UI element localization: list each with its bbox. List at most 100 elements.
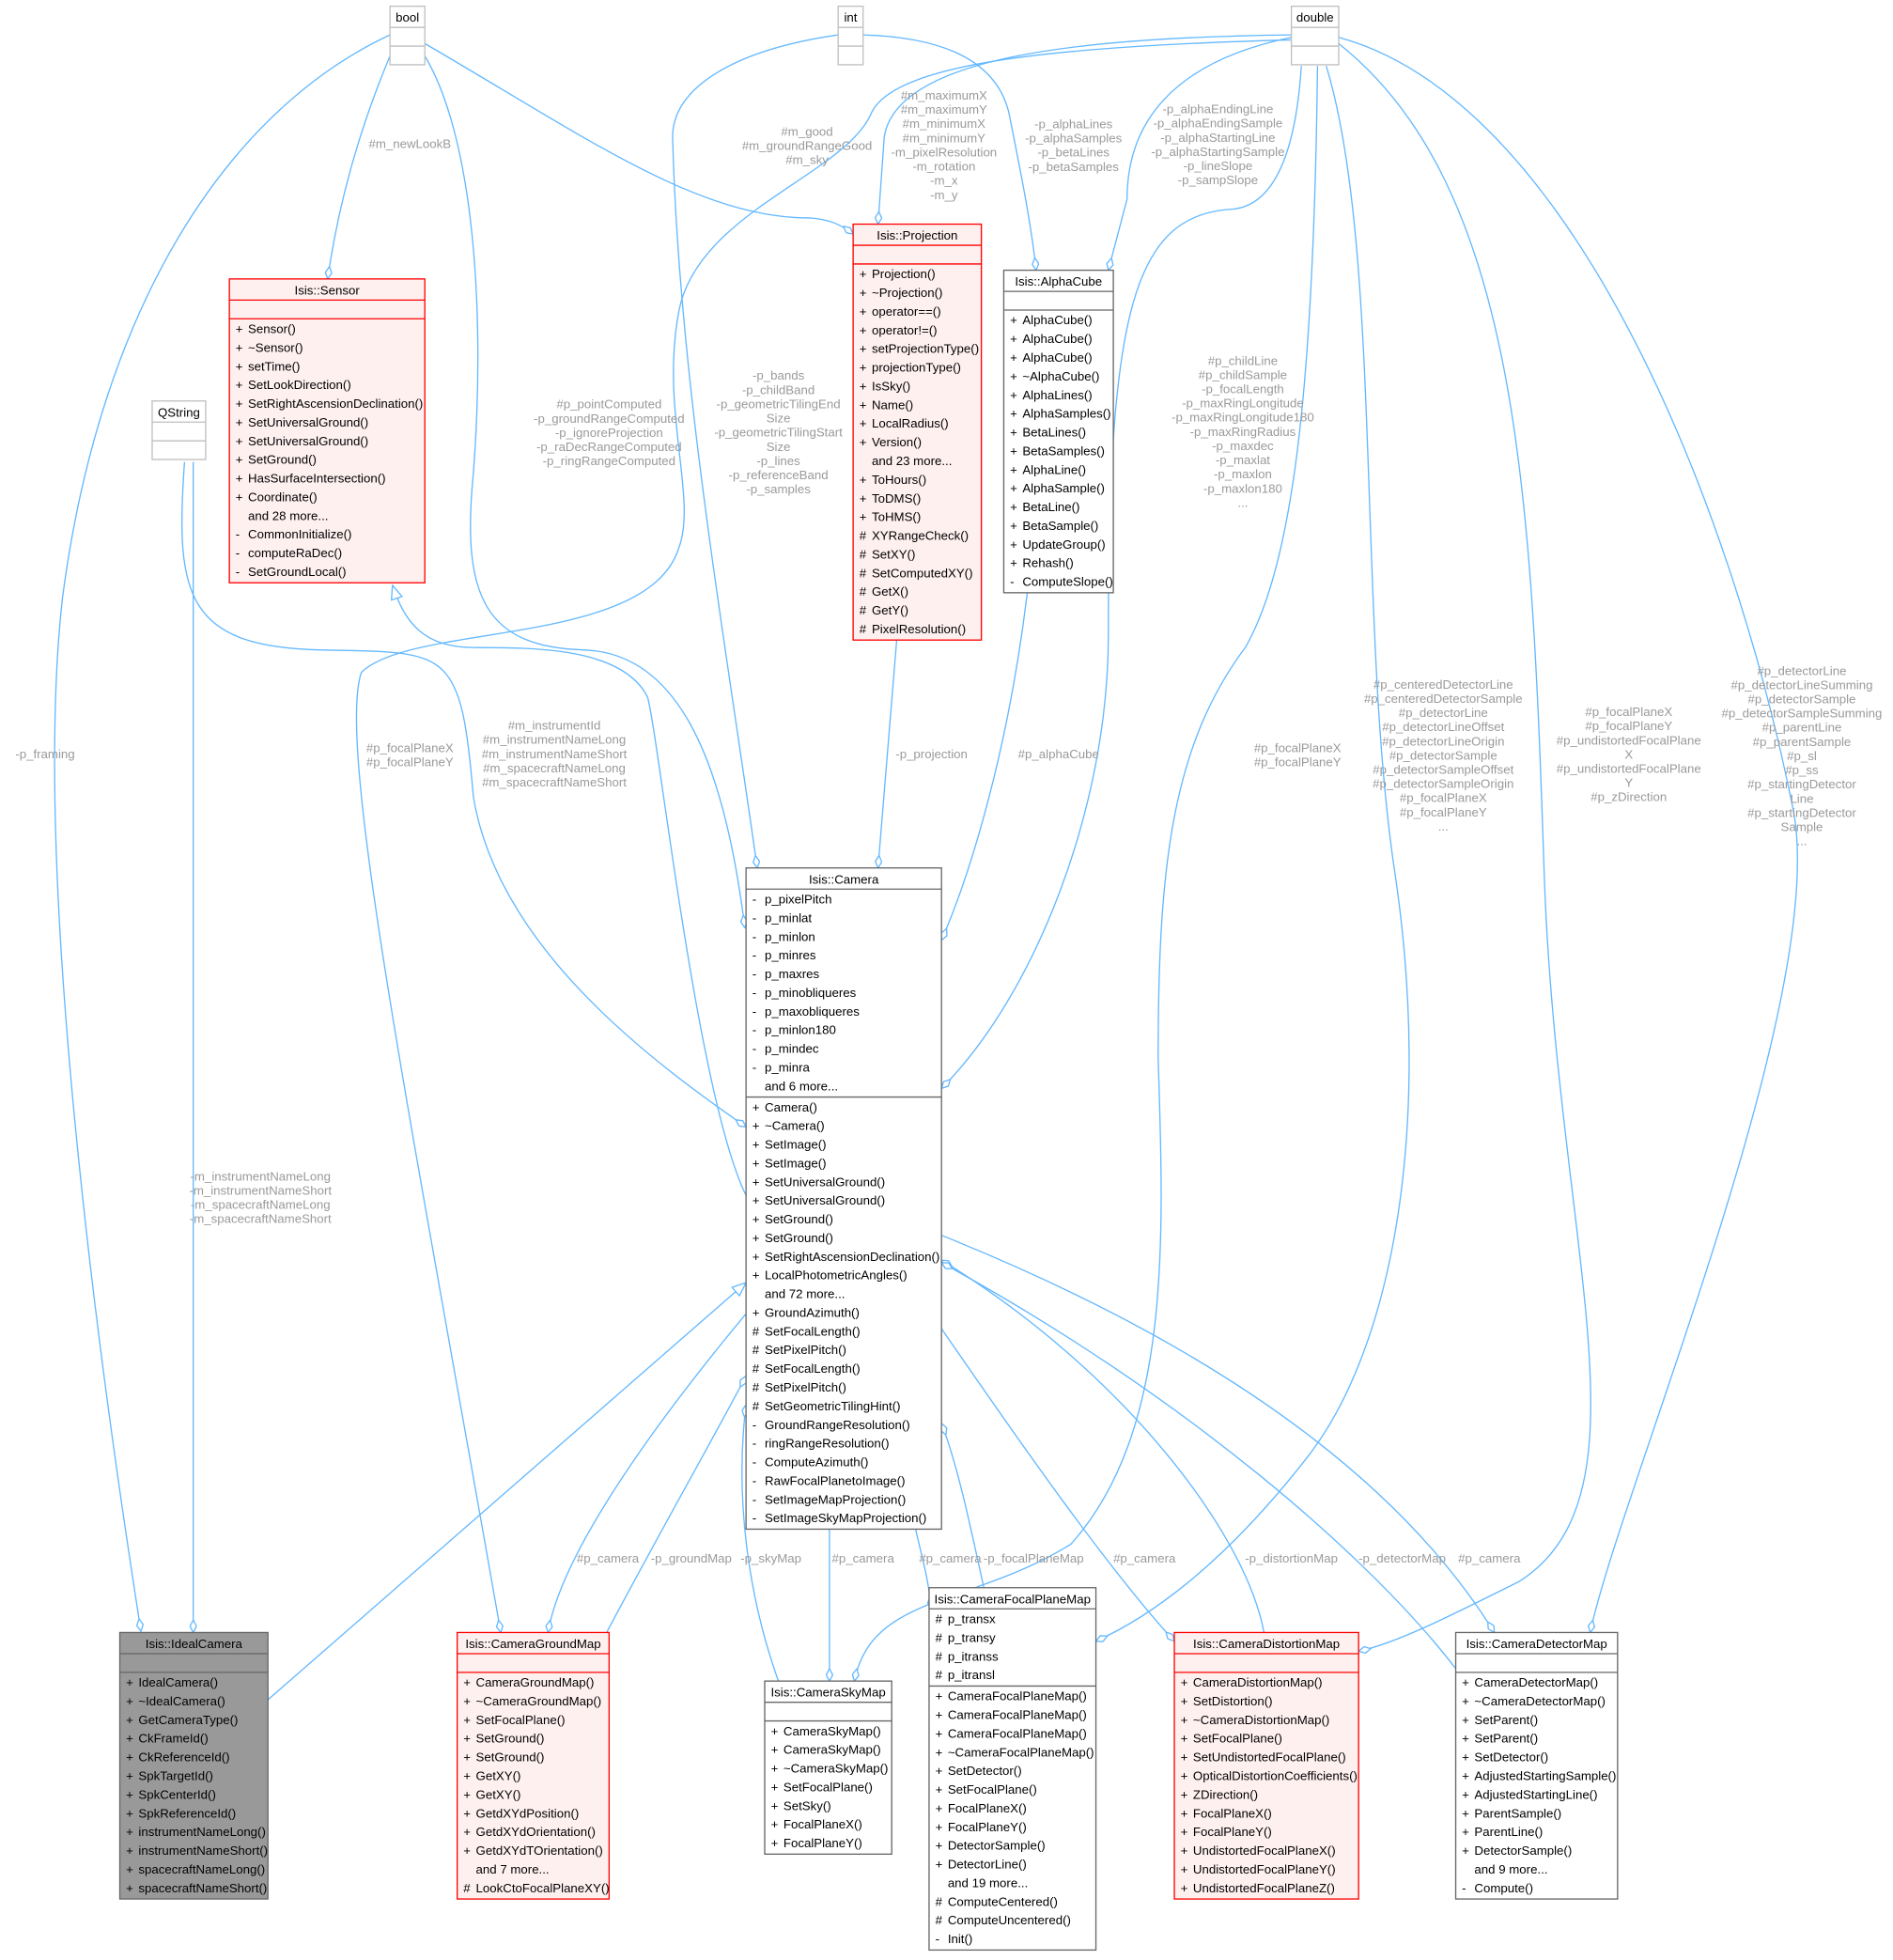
method-name[interactable]: ToHours() [872,473,926,487]
method-name[interactable]: SetXY() [872,547,915,561]
method-name[interactable]: CameraSkyMap() [784,1724,881,1738]
attribute-name[interactable]: p_minres [765,948,816,962]
method-name[interactable]: Coordinate() [248,490,318,504]
class-name[interactable]: Isis::AlphaCube [1015,274,1102,288]
method-name[interactable]: GetX() [872,584,908,599]
method-name[interactable]: BetaLines() [1022,426,1086,440]
method-name[interactable]: BetaSamples() [1022,443,1105,458]
method-name[interactable]: SetFocalLength() [765,1324,861,1338]
attribute-name[interactable]: p_maxres [765,967,820,981]
method-name[interactable]: SetGround() [248,453,317,467]
method-name[interactable]: ~CameraFocalPlaneMap() [948,1745,1094,1759]
class-box-alphacube[interactable]: Isis::AlphaCube+AlphaCube()+AlphaCube()+… [1002,269,1114,594]
method-name[interactable]: setProjectionType() [872,342,979,356]
method-name[interactable]: SetFocalLength() [765,1361,861,1376]
method-name[interactable]: DetectorSample() [1474,1843,1572,1858]
class-box-skymap[interactable]: Isis::CameraSkyMap+CameraSkyMap()+Camera… [764,1680,892,1856]
class-name[interactable]: QString [158,405,200,419]
method-name[interactable]: Init() [948,1932,973,1946]
method-name[interactable]: SpkTargetId() [138,1768,213,1782]
method-name[interactable]: GetXY() [476,1787,521,1801]
class-name[interactable]: Isis::IdealCamera [146,1637,243,1651]
method-name[interactable]: ~CameraGroundMap() [476,1694,602,1708]
method-name[interactable]: FocalPlaneY() [1193,1825,1272,1839]
class-box-qstring[interactable]: QString [151,400,207,460]
attribute-name[interactable]: p_itranss [948,1649,999,1663]
method-name[interactable]: SetSky() [784,1798,831,1812]
method-name[interactable]: GroundAzimuth() [765,1305,860,1319]
method-name[interactable]: SetGround() [476,1732,545,1746]
method-name[interactable]: ComputeCentered() [948,1894,1058,1908]
method-name[interactable]: AlphaLine() [1022,462,1086,476]
method-name[interactable]: projectionType() [872,361,961,375]
method-name[interactable]: FocalPlaneX() [1193,1806,1272,1820]
method-name[interactable]: Name() [872,397,913,412]
method-name[interactable]: FocalPlaneY() [948,1820,1027,1834]
class-name[interactable]: Isis::CameraFocalPlaneMap [935,1592,1091,1606]
method-name[interactable]: OpticalDistortionCoefficients() [1193,1768,1358,1782]
class-box-int[interactable]: int [837,5,864,66]
attribute-name[interactable]: p_pixelPitch [765,892,831,906]
method-name[interactable]: XYRangeCheck() [872,529,969,543]
method-name[interactable]: GetXY() [476,1768,521,1782]
attribute-name[interactable]: p_transx [948,1612,996,1626]
method-name[interactable]: Version() [872,435,922,449]
class-box-sensor[interactable]: Isis::Sensor+Sensor()+~Sensor()+setTime(… [228,278,426,583]
method-name[interactable]: HasSurfaceIntersection() [248,472,386,486]
method-name[interactable]: SetPixelPitch() [765,1343,846,1357]
method-name[interactable]: Rehash() [1022,556,1074,570]
method-name[interactable]: AlphaCube() [1022,332,1092,346]
method-name[interactable]: ~IdealCamera() [138,1694,225,1708]
method-name[interactable]: SpkCenterId() [138,1787,215,1801]
method-name[interactable]: SetFocalPlane() [476,1713,566,1727]
method-name[interactable]: SetParent() [1474,1732,1538,1746]
class-name[interactable]: bool [396,10,419,24]
method-name[interactable]: ComputeSlope() [1022,575,1112,589]
method-name[interactable]: CameraFocalPlaneMap() [948,1726,1087,1740]
method-name[interactable]: AlphaLines() [1022,388,1092,402]
method-name[interactable]: ParentLine() [1474,1825,1543,1839]
class-name[interactable]: int [844,10,857,24]
method-name[interactable]: AdjustedStartingLine() [1474,1787,1597,1801]
class-box-bool[interactable]: bool [389,5,426,66]
method-name[interactable]: FocalPlaneX() [784,1817,862,1831]
method-name[interactable]: ToDMS() [872,491,921,506]
method-name[interactable]: LookCtoFocalPlaneXY() [476,1881,610,1895]
method-name[interactable]: UpdateGroup() [1022,537,1105,552]
method-name[interactable]: SetUniversalGround() [765,1193,885,1207]
class-box-projection[interactable]: Isis::Projection+Projection()+~Projectio… [852,223,983,641]
method-name[interactable]: PixelResolution() [872,622,966,636]
method-name[interactable]: FocalPlaneX() [948,1801,1027,1815]
method-name[interactable]: FocalPlaneY() [784,1836,862,1850]
method-name[interactable]: ToHMS() [872,510,921,524]
method-name[interactable]: CkReferenceId() [138,1750,229,1765]
method-name[interactable]: SetPixelPitch() [765,1380,846,1394]
method-name[interactable]: ~CameraDistortionMap() [1193,1713,1329,1727]
method-name[interactable]: IdealCamera() [138,1675,218,1689]
method-name[interactable]: BetaLine() [1022,500,1079,514]
method-name[interactable]: and 19 more... [948,1875,1028,1890]
class-name[interactable]: Isis::Projection [877,228,957,242]
method-name[interactable]: AlphaCube() [1022,350,1092,365]
method-name[interactable]: instrumentNameLong() [138,1825,266,1839]
method-name[interactable]: ringRangeResolution() [765,1437,890,1451]
method-name[interactable]: CameraFocalPlaneMap() [948,1689,1087,1703]
method-name[interactable]: ZDirection() [1193,1787,1258,1801]
method-name[interactable]: SetImageMapProjection() [765,1492,906,1506]
method-name[interactable]: Projection() [872,267,936,281]
method-name[interactable]: ~Projection() [872,286,942,300]
method-name[interactable]: ~CameraDetectorMap() [1474,1694,1606,1708]
method-name[interactable]: setTime() [248,359,300,373]
method-name[interactable]: CameraSkyMap() [784,1743,881,1757]
method-name[interactable]: SetFocalPlane() [784,1780,873,1794]
attribute-name[interactable]: p_transy [948,1630,996,1644]
method-name[interactable]: SetDetector() [1474,1750,1548,1765]
method-name[interactable]: DetectorSample() [948,1839,1046,1853]
method-name[interactable]: UndistortedFocalPlaneX() [1193,1843,1336,1858]
method-name[interactable]: UndistortedFocalPlaneY() [1193,1862,1336,1876]
class-name[interactable]: Isis::Sensor [295,283,361,297]
method-name[interactable]: LocalPhotometricAngles() [765,1268,908,1283]
method-name[interactable]: ComputeUncentered() [948,1913,1071,1927]
method-name[interactable]: ~Camera() [765,1119,825,1133]
method-name[interactable]: SetGeometricTilingHint() [765,1399,901,1413]
